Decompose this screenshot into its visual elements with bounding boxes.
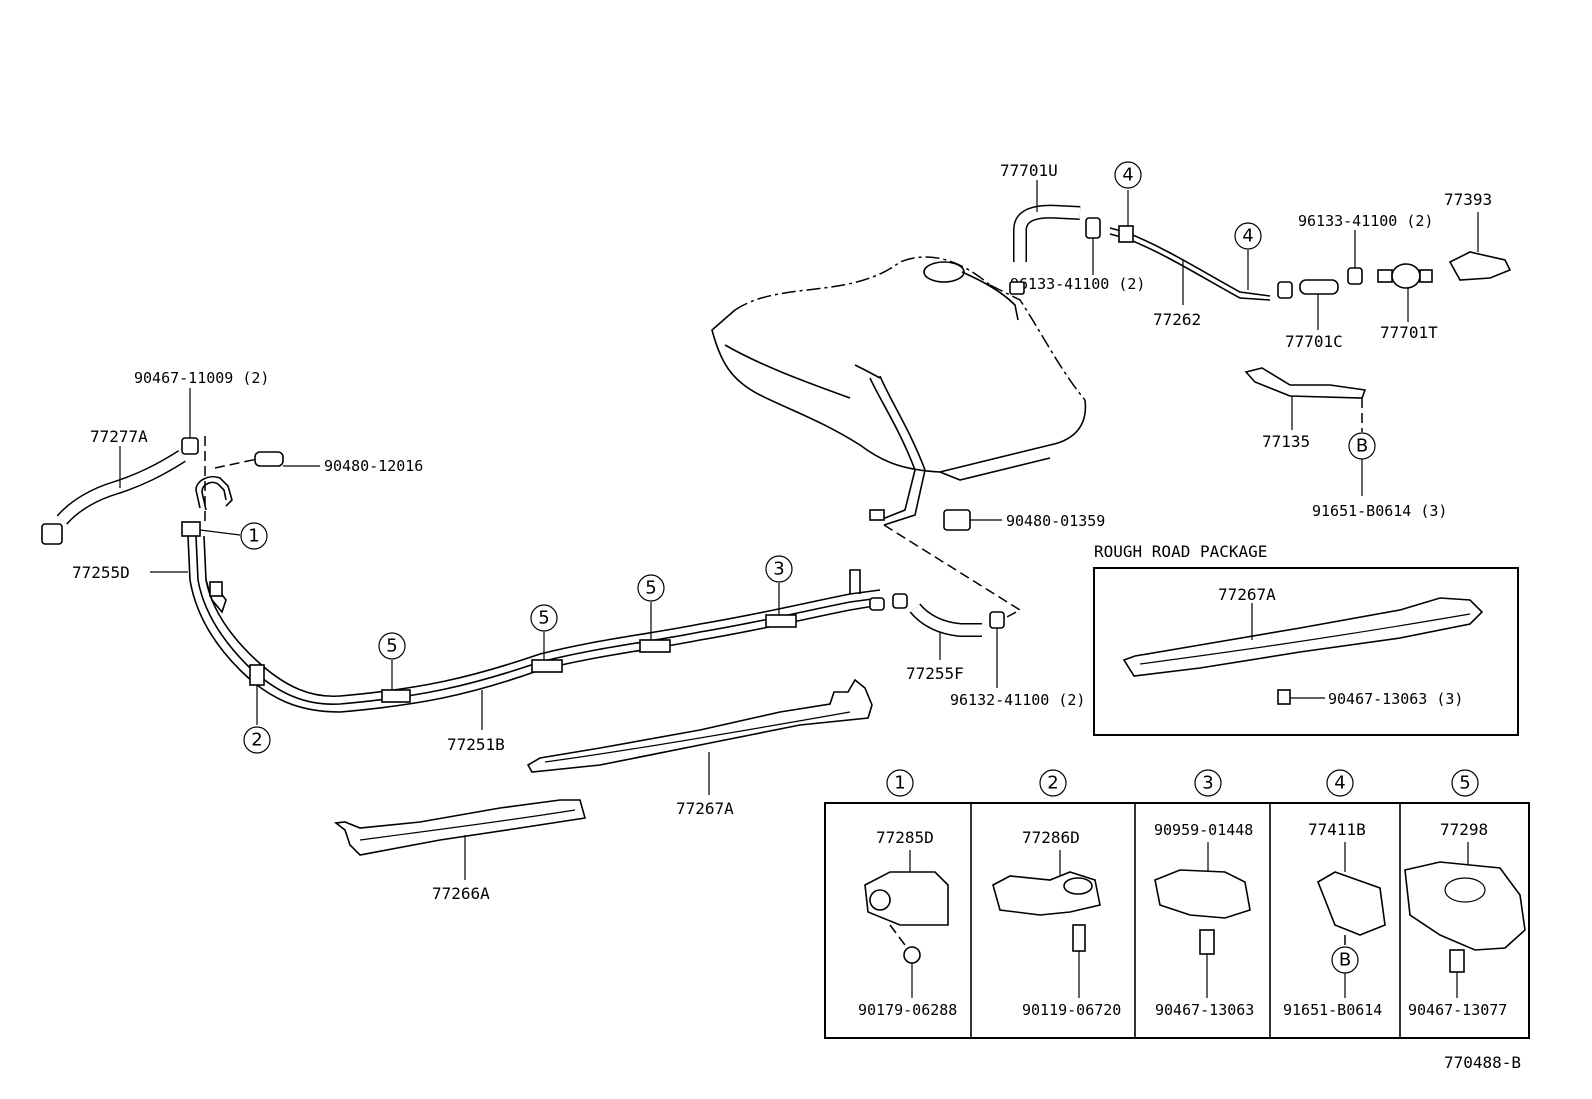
hose-77701C: 77701C	[1285, 279, 1343, 351]
label-77701U: 77701U	[1000, 161, 1058, 180]
hose-77255F: 77255F 96132-41100 (2)	[883, 524, 1085, 709]
callout-4-top: 4	[1122, 165, 1133, 186]
label-77251B: 77251B	[447, 735, 505, 754]
detail-box-4-number: 4	[1334, 773, 1345, 794]
bracket-77135: 77135 B 91651-B0614 (3)	[1244, 367, 1447, 520]
diagram-code: 770488-B	[1444, 1053, 1521, 1072]
detail-box-1-number: 1	[894, 773, 905, 794]
detail-box-2-number: 2	[1047, 773, 1058, 794]
hose-77701U: 77701U	[1000, 161, 1081, 262]
detail-panel: 1 77285D 90179-06288 2 77286D 90119-0672…	[824, 769, 1530, 1039]
callout-5-c: 5	[645, 578, 656, 599]
detail-box-3-bottom: 90467-13063	[1155, 1001, 1254, 1019]
label-77262: 77262	[1153, 310, 1201, 329]
bracket-77393: 77393	[1444, 190, 1512, 281]
detail-box-1-top: 77285D	[876, 828, 934, 847]
pipe-77251B: 2 5 5 5 3 77251B	[187, 535, 885, 754]
detail-box-3-number: 3	[1202, 773, 1213, 794]
label-77701C: 77701C	[1285, 332, 1343, 351]
label-96132-41100: 96132-41100 (2)	[950, 691, 1085, 709]
label-77267A: 77267A	[676, 799, 734, 818]
protector-77267A: 77267A	[526, 678, 873, 818]
label-77266A: 77266A	[432, 884, 490, 903]
callout-1-pipe: 1	[248, 526, 259, 547]
detail-box-2: 2 77286D 90119-06720	[992, 769, 1121, 1019]
label-77277A: 77277A	[90, 427, 148, 446]
label-90480-12016: 90480-12016	[324, 457, 423, 475]
rough-road-title: ROUGH ROAD PACKAGE	[1094, 542, 1267, 561]
clip-96133-a: 96133-41100 (2)	[1009, 217, 1145, 295]
label-77701T: 77701T	[1380, 323, 1438, 342]
rough-road-package: ROUGH ROAD PACKAGE 77267A 90467-13063 (3…	[1093, 542, 1519, 736]
valve-77701T: 96133-41100 (2) 77701T	[1298, 212, 1438, 342]
detail-box-5-top: 77298	[1440, 820, 1488, 839]
pipe-77262: 4 77262 4	[1109, 161, 1293, 329]
label-77255D: 77255D	[72, 563, 130, 582]
callout-5-b: 5	[538, 608, 549, 629]
detail-box-3: 3 90959-01448 90467-13063	[1154, 769, 1254, 1019]
detail-box-1-bottom: 90179-06288	[858, 1001, 957, 1019]
detail-box-2-top: 77286D	[1022, 828, 1080, 847]
label-91651-B0614: 91651-B0614 (3)	[1312, 502, 1447, 520]
rough-road-part-b: 90467-13063 (3)	[1328, 690, 1463, 708]
detail-box-2-bottom: 90119-06720	[1022, 1001, 1121, 1019]
callout-3-pipe: 3	[773, 559, 784, 580]
detail-box-4-top: 77411B	[1308, 820, 1366, 839]
detail-box-4-bottom: 91651-B0614	[1283, 1001, 1382, 1019]
callout-2-pipe: 2	[251, 730, 262, 751]
label-77135: 77135	[1262, 432, 1310, 451]
detail-box-3-top: 90959-01448	[1154, 821, 1253, 839]
protector-77266A: 77266A	[333, 799, 587, 903]
detail-box-5-number: 5	[1459, 773, 1470, 794]
cushion-90480-01359: 90480-01359	[943, 509, 1105, 531]
fuel-tank	[711, 256, 1087, 526]
detail-box-5: 5 77298 90467-13077	[1404, 769, 1526, 1019]
detail-box-5-bottom: 90467-13077	[1408, 1001, 1507, 1019]
detail-box-1: 1 77285D 90179-06288	[858, 769, 957, 1019]
label-77393: 77393	[1444, 190, 1492, 209]
detail-box-4-mid: B	[1339, 950, 1351, 971]
rough-road-part-a: 77267A	[1218, 585, 1276, 604]
callout-5-a: 5	[386, 636, 397, 657]
left-hose-group: 90467-11009 (2) 77277A 90480-12016 1 772…	[41, 369, 423, 582]
label-90480-01359: 90480-01359	[1006, 512, 1105, 530]
callout-4-right: 4	[1242, 226, 1253, 247]
label-90467-11009: 90467-11009 (2)	[134, 369, 269, 387]
detail-box-4: 4 77411B B 91651-B0614	[1283, 769, 1386, 1019]
label-96133-41100-b: 96133-41100 (2)	[1298, 212, 1433, 230]
label-77255F: 77255F	[906, 664, 964, 683]
label-96133-41100-a: 96133-41100 (2)	[1010, 275, 1145, 293]
callout-B-top: B	[1356, 436, 1368, 457]
